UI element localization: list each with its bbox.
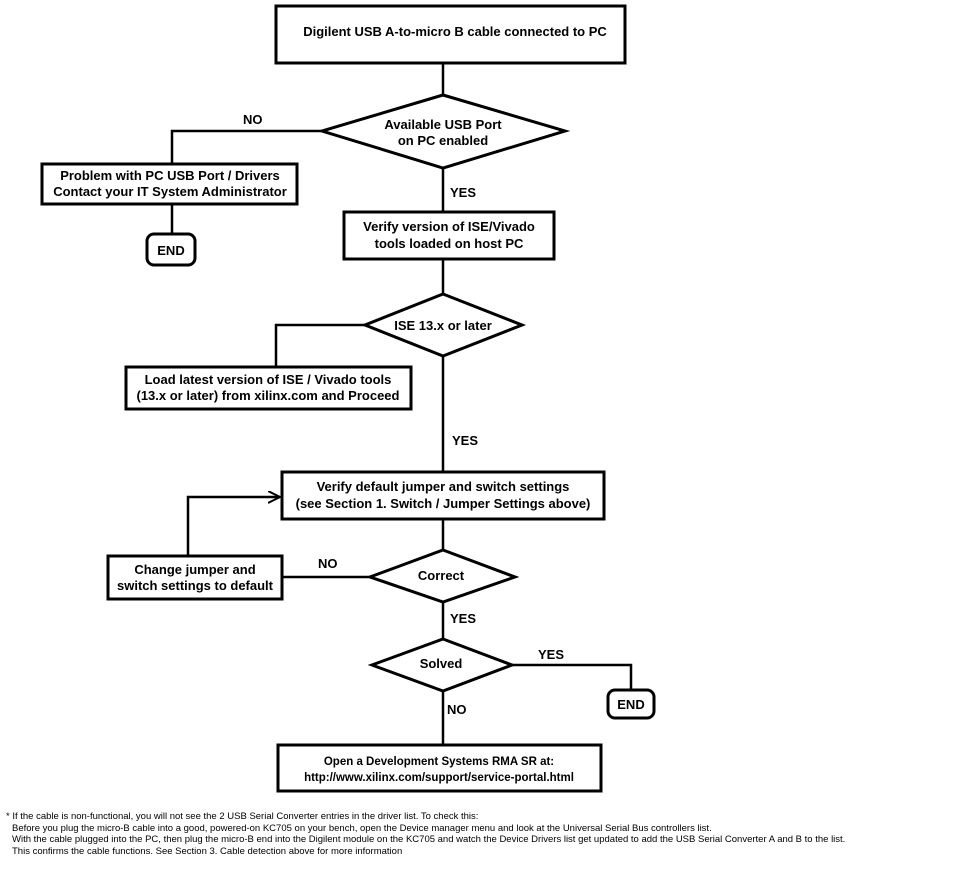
label-correct-no: NO <box>318 556 338 571</box>
node-end-2-text: END <box>617 697 644 712</box>
node-change-jumpers-text-2: switch settings to default <box>117 578 274 593</box>
node-ise-question: ISE 13.x or later <box>360 292 527 358</box>
footnote-line: This confirms the cable functions. See S… <box>12 845 403 857</box>
node-solved-question-text: Solved <box>420 656 463 671</box>
node-change-jumpers-text-1: Change jumper and <box>134 562 255 577</box>
node-verify-tools-text-2: tools loaded on host PC <box>375 236 524 251</box>
footnote-line: Before you plug the micro-B cable into a… <box>12 822 712 834</box>
node-correct-question-text: Correct <box>418 568 465 583</box>
node-change-jumpers: Change jumper and switch settings to def… <box>106 554 284 601</box>
edge-change-loop <box>186 497 280 556</box>
node-usb-port-text-1: Available USB Port <box>384 117 502 132</box>
node-load-latest: Load latest version of ISE / Vivado tool… <box>124 365 413 411</box>
node-verify-tools-text-1: Verify version of ISE/Vivado <box>363 219 535 234</box>
node-usb-port-question: Available USB Port on PC enabled <box>316 93 571 170</box>
label-usb-yes: YES <box>450 185 476 200</box>
connectors <box>170 63 633 745</box>
node-verify-jumpers-text-1: Verify default jumper and switch setting… <box>317 479 570 494</box>
node-rma: Open a Development Systems RMA SR at: ht… <box>276 743 603 793</box>
node-start-text: Digilent USB A-to-micro B cable connecte… <box>303 24 607 39</box>
label-usb-no: NO <box>243 112 263 127</box>
node-rma-text-1: Open a Development Systems RMA SR at: <box>324 756 554 768</box>
node-end-1-text: END <box>157 243 184 258</box>
node-verify-jumpers-text-2: (see Section 1. Switch / Jumper Settings… <box>296 496 591 511</box>
node-end-1: END <box>145 232 197 267</box>
node-ise-question-text: ISE 13.x or later <box>394 318 492 333</box>
edge-usb-no <box>170 129 322 164</box>
label-solved-no: NO <box>447 702 467 717</box>
node-usb-port-text-2: on PC enabled <box>398 133 488 148</box>
edge-solved-yes <box>512 663 633 690</box>
label-solved-yes: YES <box>538 647 564 662</box>
node-end-2: END <box>606 688 656 720</box>
node-rma-text-2: http://www.xilinx.com/support/service-po… <box>304 772 574 784</box>
node-load-latest-text-1: Load latest version of ISE / Vivado tool… <box>145 372 392 387</box>
edge-labels: NO YES YES NO YES YES NO <box>243 112 564 717</box>
node-correct-question: Correct <box>365 548 520 604</box>
node-usb-problem: Problem with PC USB Port / Drivers Conta… <box>40 162 299 206</box>
node-load-latest-text-2: (13.x or later) from xilinx.com and Proc… <box>137 388 400 403</box>
label-correct-yes: YES <box>450 611 476 626</box>
footnotes: * If the cable is non-functional, you wi… <box>6 811 954 857</box>
node-start: Digilent USB A-to-micro B cable connecte… <box>274 4 627 65</box>
footnote-line: * If the cable is non-functional, you wi… <box>6 811 479 822</box>
node-verify-jumpers: Verify default jumper and switch setting… <box>280 470 606 521</box>
node-usb-problem-text-1: Problem with PC USB Port / Drivers <box>60 168 280 183</box>
node-solved-question: Solved <box>367 637 517 693</box>
edge-ise-no <box>274 323 365 367</box>
label-ise-yes: YES <box>452 433 478 448</box>
footnote-line: With the cable plugged into the PC, then… <box>12 834 846 846</box>
node-usb-problem-text-2: Contact your IT System Administrator <box>53 184 287 199</box>
node-verify-tools: Verify version of ISE/Vivado tools loade… <box>342 210 556 261</box>
